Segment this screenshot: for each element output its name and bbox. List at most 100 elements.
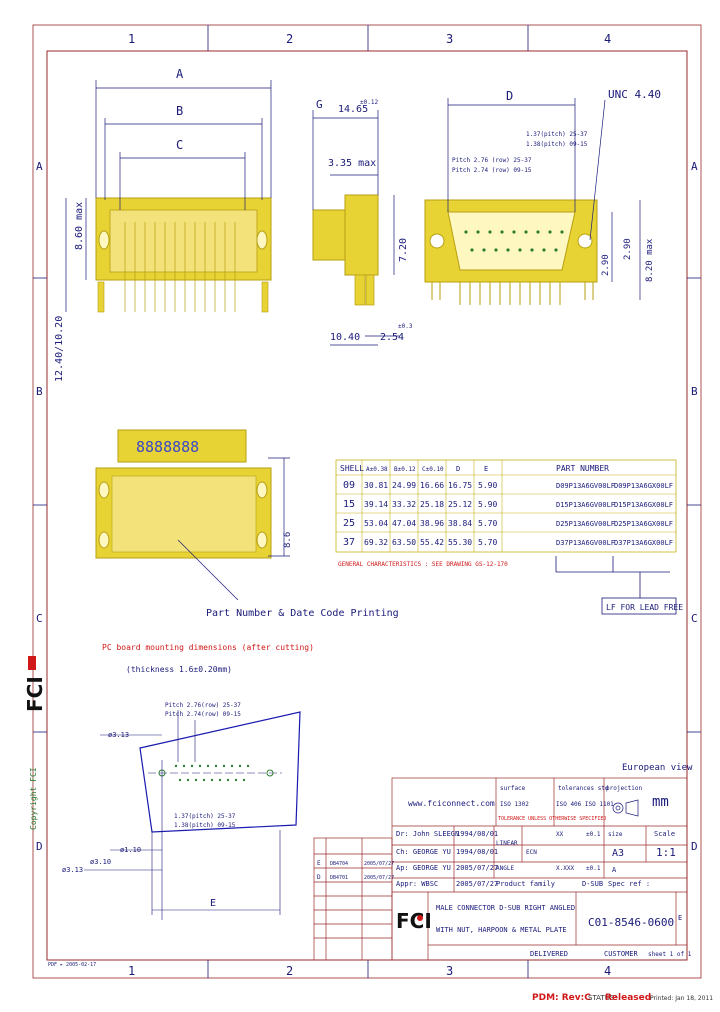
table-note: GENERAL CHARACTERISTICS : SEE DRAWING GS… [338,561,508,568]
size-value: A3 [612,848,624,859]
pcb-hole-note: Pitch 2.76(row) 25-37 [165,702,241,709]
table-cell-b: 63.50 [392,538,416,547]
dim-row-upper: Pitch 2.76 (row) 25-37 [452,157,532,164]
fci-side-logo: FCI [23,676,47,712]
approved-by: Ap: GEORGE YU [396,864,451,872]
rear-dimensions [447,98,641,300]
rev-e-desc: DB4704 [330,861,348,867]
checked-by: Ch: GEORGE YU [396,848,451,856]
checked-date: 1994/08/01 [456,848,498,856]
front-dimensions [65,80,272,312]
part-number-printing-label: Part Number & Date Code Printing [206,608,399,619]
pcb-outline [139,711,301,833]
fci-side-logo-text: FCI [23,676,47,712]
zone-left-B: B [36,385,43,398]
lf-leaders [555,556,677,615]
table-cell-b: 24.99 [392,481,416,490]
tolerance-std: ISO 406 ISO 1101 [556,801,614,808]
dim-depth-tol: ±0.12 [360,99,378,106]
dim-rear-p3: 2.90 [623,238,633,260]
tol-xxx-val: ±0.1 [586,865,601,872]
dim-rear-p2: 8.20 max [645,238,655,282]
table-cell-shell: 37 [343,537,355,548]
table-cell-d: 25.12 [448,500,472,509]
dim-pcb-height: 12.40/10.20 [54,316,65,382]
tolerance-std-label: tolerances std [558,785,609,792]
dim-B-label: B [176,104,183,118]
pcb-dim-w2b: ø3.13 [62,866,83,874]
dim-pitch-tol: ±0.3 [398,323,413,330]
lf-note: LF FOR LEAD FREE [606,603,683,612]
projection-label: projection [606,785,643,792]
title-line-1: MALE CONNECTOR D-SUB RIGHT ANGLED [436,904,575,912]
table-header-c: C±0.10 [422,466,444,473]
projection-symbol-icon [612,799,639,817]
rev-d-date: 2005/07/27 [364,875,394,881]
table-cell-pn1: D09P13A6GV00LF [556,482,615,490]
drawn-by: Dr: John SLEEGN [396,830,459,838]
table-cell-c: 55.42 [420,538,444,547]
table-cell-b: 33.32 [392,500,416,509]
zone-bottom-4: 4 [604,964,611,978]
table-cell-pn2: D37P13A6GX00LF [614,539,673,547]
zone-left-D: D [36,840,43,853]
spec-ref: Spec ref : [608,880,650,888]
table-cell-pn1: D25P13A6GV00LF [556,520,615,528]
table-cell-pn1: D15P13A6GV00LF [556,501,615,509]
table-cell-e: 5.70 [478,538,497,547]
table-cell-e: 5.70 [478,519,497,528]
drawing-number: C01-8546-0600 [588,916,674,929]
side-dimensions [312,110,400,346]
side-view [312,194,379,306]
ecn-label: ECN [526,849,537,856]
appr-date: 2005/07/27 [456,880,498,888]
revision-letter: E [678,914,682,922]
pcb-hole-pitch2: 1.38(pitch) 09-15 [174,822,236,829]
table-cell-c: 38.96 [420,519,444,528]
rev-e-date: 2005/07/27 [364,861,394,867]
linear-label: LINEAR [496,840,518,847]
zone-left-A: A [36,160,43,173]
dim-A-label: A [176,67,184,81]
delivered-label: DELIVERED [530,950,568,958]
drawn-date: 1994/08/01 [456,830,498,838]
table-header-e: E [484,465,488,473]
appr-by: Appr: WBSC [396,880,438,888]
pcb-dim-w2: ø3.13 [108,731,129,739]
dim-G-label: G [316,98,323,111]
product-family-label: Product family [496,880,555,888]
surface-label: surface [500,785,526,792]
table-cell-d: 38.84 [448,519,472,528]
angle-label: ANGLE [496,865,514,872]
status-value: Released [605,993,651,1003]
table-header-part: PART NUMBER [556,464,609,473]
rev-e-letter: E [317,860,321,867]
printed-date: Printed: Jan 18, 2011 [650,995,713,1002]
tol-xxx: X.XXX [556,865,574,872]
front-view [95,197,272,313]
zone-markers [33,25,701,978]
dim-lead-width: 10.40 [330,332,360,343]
pcb-dimensions [84,710,281,920]
table-cell-e: 5.90 [478,481,497,490]
dim-bottom: 8.6 [283,532,293,548]
fci-logo-accent [28,656,36,670]
marking-text: 8888888 [136,438,199,456]
zone-right-A: A [691,160,698,173]
view-label: European view [622,763,693,773]
dim-front-height: 8.60 max [74,202,85,250]
zone-bottom-3: 3 [446,964,453,978]
table-cell-e: 5.90 [478,500,497,509]
sheet-label: sheet 1 of 1 [648,951,692,958]
unit-label: mm [652,794,669,810]
table-row: 37 69.32 63.50 55.42 55.30 5.70 D37P13A6… [343,537,673,548]
table-cell-pn2: D15P13A6GX00LF [614,501,673,509]
dim-pitch: 2.54 [380,332,404,343]
dim-depth: 14.65 [338,104,368,115]
rev-d-desc: DB4701 [330,875,348,881]
dim-pitch-x2: 1.38(pitch) 09-15 [526,141,588,148]
approved-date: 2005/07/27 [456,864,498,872]
shell-table [335,459,677,553]
pcb-dim-w1: ø3.10 [90,858,111,866]
